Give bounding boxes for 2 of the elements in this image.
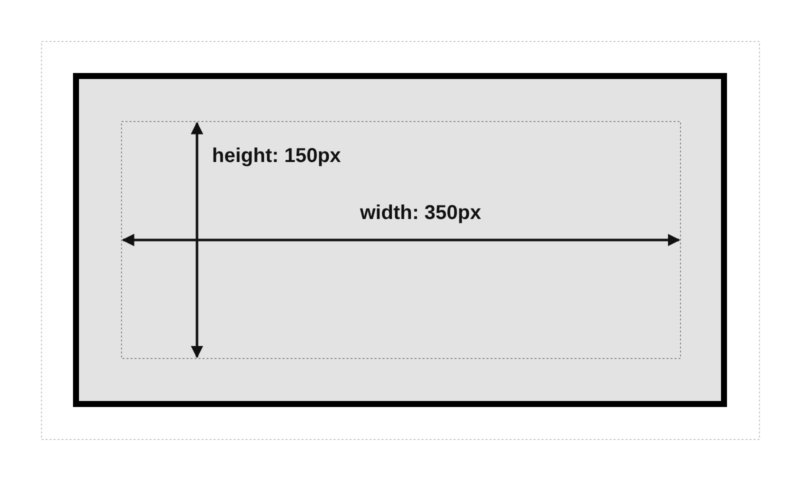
dimension-label: height: 150px <box>212 144 341 168</box>
dimension-label: width: 350px <box>360 201 482 225</box>
